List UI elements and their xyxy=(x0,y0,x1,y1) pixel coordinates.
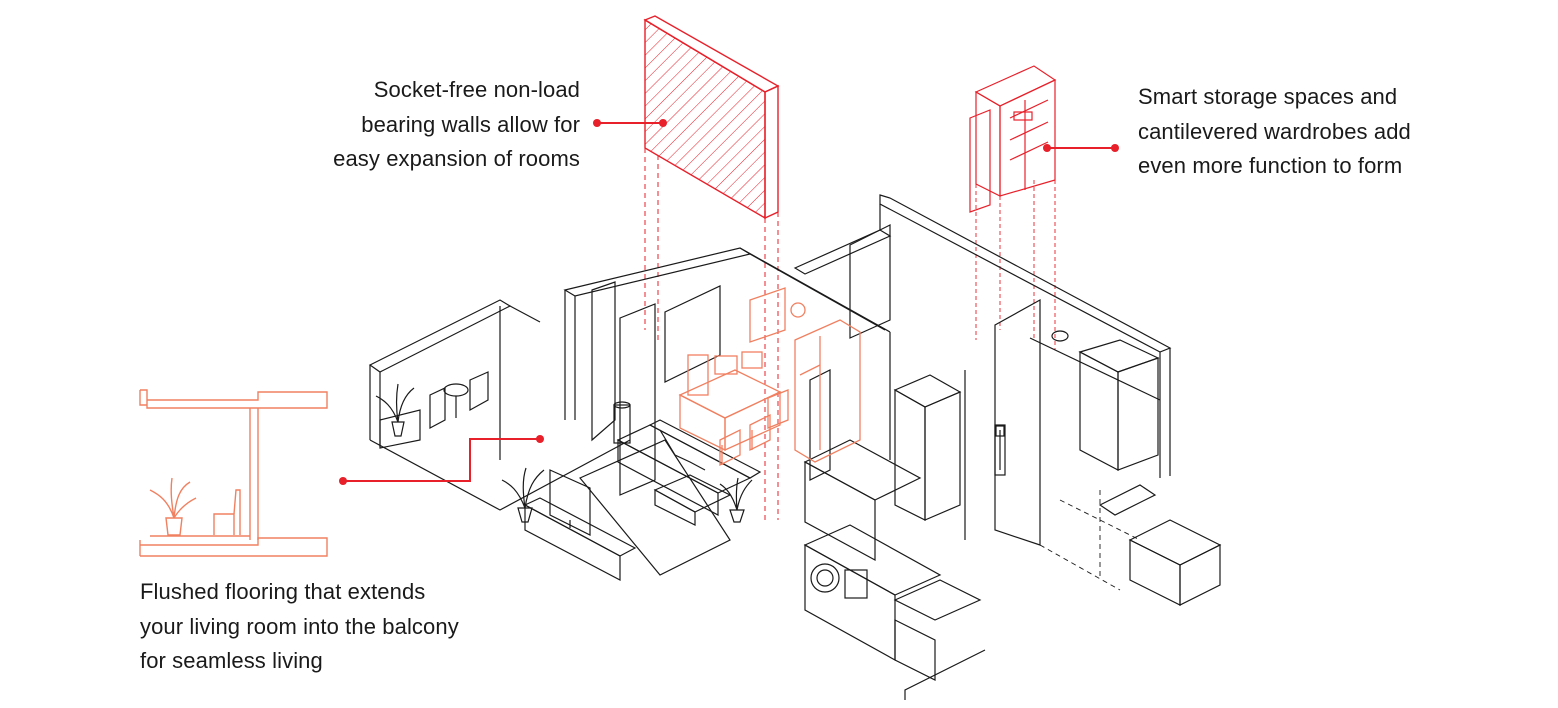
exploded-wardrobe xyxy=(969,65,1057,350)
study-dining-area xyxy=(678,287,861,467)
walls-callout-line: Socket-free non-load xyxy=(373,77,580,102)
exploded-wall-panel xyxy=(643,15,780,520)
storage-callout-line: cantilevered wardrobes add xyxy=(1138,118,1411,144)
walls-leader-line xyxy=(593,119,667,127)
apartment-floorplan xyxy=(368,194,1222,700)
flooring-callout: Flushed flooring that extends your livin… xyxy=(140,575,459,679)
storage-callout-line: Smart storage spaces and xyxy=(1138,84,1398,109)
storage-leader-line xyxy=(1043,144,1119,152)
flooring-callout-line: Flushed flooring that extends xyxy=(140,579,426,604)
storage-callout-line: even more function to form xyxy=(1138,153,1403,178)
walls-callout-line: easy expansion of rooms xyxy=(333,146,580,171)
balcony-section-sketch xyxy=(139,389,328,557)
flooring-callout-line: your living room into the balcony xyxy=(140,613,459,639)
walls-callout: Socket-free non-load bearing walls allow… xyxy=(333,73,580,177)
flooring-leader-line xyxy=(339,435,544,485)
storage-callout: Smart storage spaces and cantilevered wa… xyxy=(1138,80,1411,184)
walls-callout-line: bearing walls allow for xyxy=(361,111,580,137)
flooring-callout-line: for seamless living xyxy=(140,648,323,673)
